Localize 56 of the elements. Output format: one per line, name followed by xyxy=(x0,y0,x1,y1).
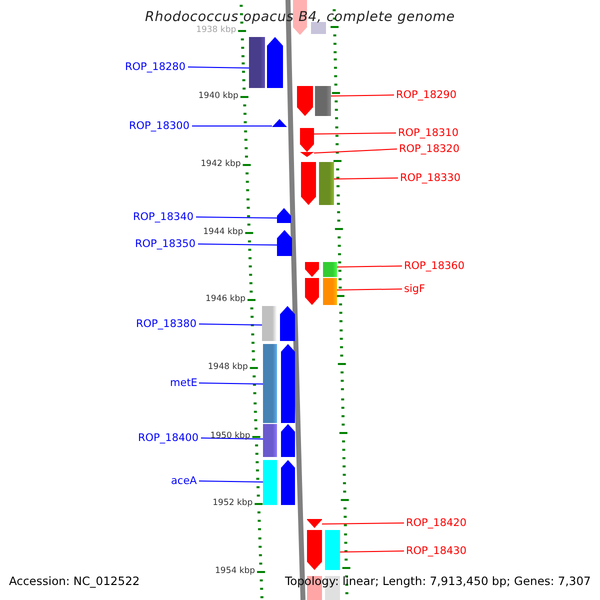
leader-line xyxy=(198,324,262,326)
scale-label: 1946 kbp xyxy=(206,294,246,303)
gene-label: ROP_18350 xyxy=(135,238,196,249)
gene-drawing xyxy=(301,162,334,205)
leader-line xyxy=(340,550,404,552)
leader-line xyxy=(330,94,394,96)
scale-label: 1938 kbp xyxy=(196,26,236,34)
leader-line xyxy=(336,288,402,290)
leader-line xyxy=(198,244,278,246)
gene-drawing xyxy=(277,230,292,256)
leader-line xyxy=(334,178,398,180)
gene-drawing xyxy=(277,208,291,223)
gene-drawing xyxy=(249,37,283,88)
leader-line xyxy=(200,438,264,440)
gene-drawing xyxy=(272,119,287,127)
scale-label: 1940 kbp xyxy=(198,92,238,100)
gene-label: ROP_18280 xyxy=(125,62,186,72)
leader-line xyxy=(314,132,396,134)
gene-label: ROP_18430 xyxy=(406,546,467,556)
gene-drawing xyxy=(263,344,295,423)
leader-line xyxy=(198,480,264,482)
gene-label: ROP_18400 xyxy=(138,432,199,443)
leader-line xyxy=(336,266,402,268)
gene-drawing xyxy=(305,262,337,277)
gene-label: ROP_18420 xyxy=(406,518,467,528)
gene-label: sigF xyxy=(404,284,426,294)
scale-label: 1954 kbp xyxy=(215,566,256,575)
gene-drawing xyxy=(307,519,322,528)
leader-line xyxy=(196,216,278,218)
gene-drawing xyxy=(305,278,337,305)
footer-text: Accession: NC_012522 xyxy=(9,576,140,588)
scale-label: 1948 kbp xyxy=(208,362,248,371)
leader-line xyxy=(322,522,404,524)
leader-line xyxy=(314,148,398,154)
gene-drawing xyxy=(297,86,331,116)
gene-label: metE xyxy=(170,378,198,388)
footer-text: Topology: linear; Length: 7,913,450 bp; Genes: 7,307 xyxy=(285,576,591,588)
gene-label: ROP_18330 xyxy=(400,172,461,183)
gene-label: aceA xyxy=(171,476,197,486)
gene-label: ROP_18300 xyxy=(129,120,190,131)
gene-drawing xyxy=(263,460,295,505)
scale-label: 1944 kbp xyxy=(203,228,244,236)
scale-label: 1950 kbp xyxy=(210,432,250,440)
gene-drawing xyxy=(307,530,340,570)
gene-label: ROP_18340 xyxy=(133,212,194,222)
gene-label: ROP_18310 xyxy=(398,128,459,138)
scale-label: 1952 kbp xyxy=(212,498,253,507)
gene-label: ROP_18380 xyxy=(136,318,197,329)
scale-label: 1942 kbp xyxy=(200,160,241,168)
gene-label: ROP_18360 xyxy=(404,260,465,271)
leader-line xyxy=(188,66,250,68)
gene-drawing xyxy=(263,424,295,457)
gene-label: ROP_18320 xyxy=(399,144,460,154)
leader-line xyxy=(198,382,264,384)
gene-label: ROP_18290 xyxy=(396,90,457,100)
gene-drawing xyxy=(262,306,295,341)
